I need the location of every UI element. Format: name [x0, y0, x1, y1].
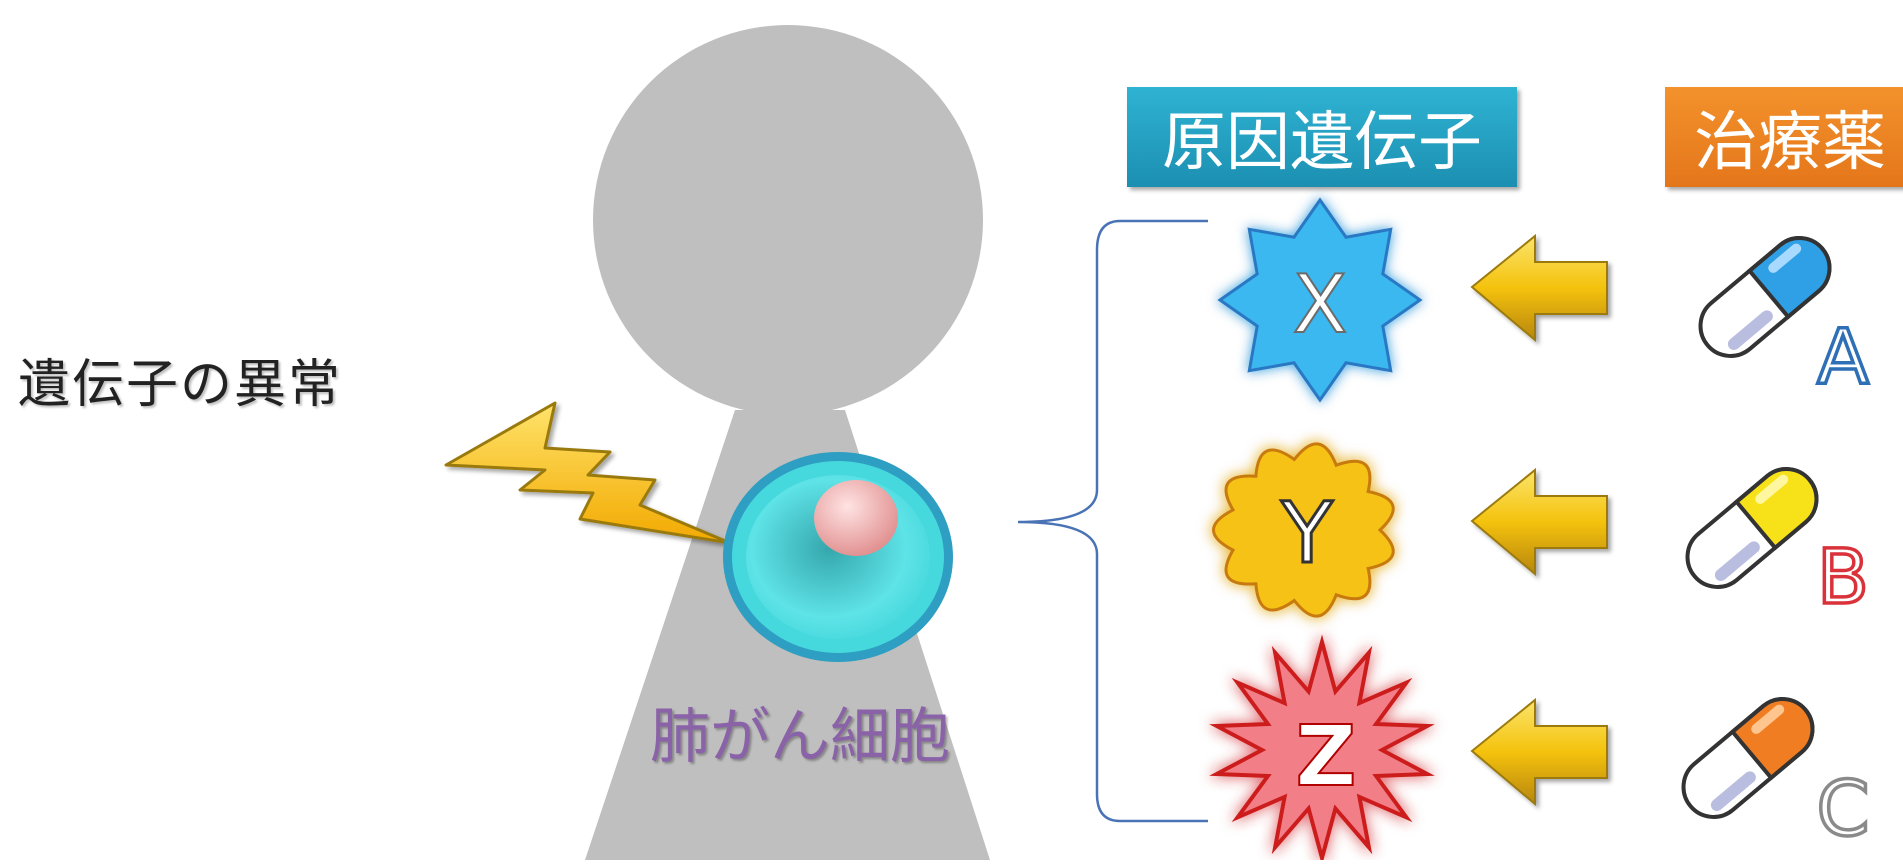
arrow-left-icon — [1470, 697, 1608, 807]
lung-cancer-cell-label: 肺がん細胞 — [650, 702, 950, 772]
drug-letter-b: B — [1817, 532, 1869, 621]
gene-letter-z: Z — [1296, 707, 1357, 805]
gene-abnormality-label: 遺伝子の異常 — [18, 355, 343, 415]
arrow-left-icon — [1470, 233, 1608, 343]
cause-gene-header: 原因遺伝子 — [1127, 87, 1517, 187]
cell-nucleus — [814, 480, 898, 556]
drug-letter-a: A — [1817, 312, 1869, 401]
capsule-b-icon — [1685, 467, 1819, 589]
gene-z-burst — [1209, 634, 1435, 864]
gene-y-cloud — [1212, 442, 1395, 618]
lightning-bolt-icon — [444, 401, 732, 545]
gene-letter-x: X — [1293, 258, 1348, 351]
drug-letter-c: C — [1816, 764, 1869, 853]
arrow-left-icon — [1470, 467, 1608, 577]
gene-x-star — [1217, 197, 1423, 403]
capsule-a-icon — [1698, 236, 1832, 358]
capsule-c-icon — [1681, 697, 1815, 819]
treatment-drug-header: 治療薬 — [1665, 87, 1903, 187]
gene-letter-y: Y — [1280, 484, 1333, 582]
brace — [1017, 219, 1208, 823]
silhouette-head — [593, 25, 983, 415]
lung-cancer-cell — [723, 452, 953, 662]
